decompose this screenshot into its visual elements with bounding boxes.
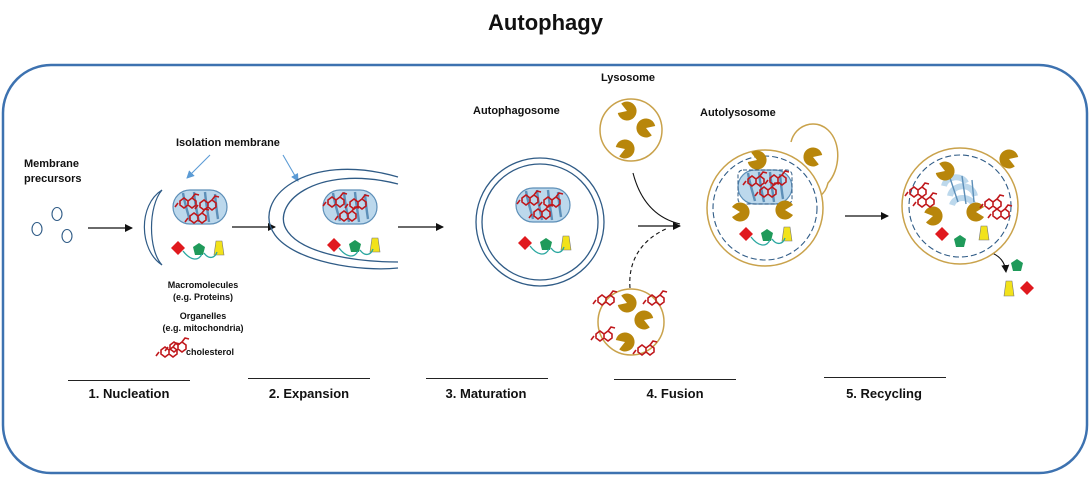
macromolecules-line1: Macromolecules <box>167 280 239 290</box>
recycling-stage <box>901 146 1020 265</box>
nucleation-stage <box>143 188 229 266</box>
diagram-frame <box>1 63 1089 475</box>
step-rule-2 <box>248 378 370 379</box>
step-rule-1 <box>68 380 190 381</box>
step-arrows <box>88 172 1010 289</box>
step-label-1: 1. Nucleation <box>88 386 170 401</box>
autophagosome-stage <box>475 157 605 287</box>
membrane-precursor-vesicles <box>31 206 73 244</box>
step-rule-4 <box>614 379 736 380</box>
step-label-3: 3. Maturation <box>445 386 527 401</box>
cholesterol-lysosome-vesicle <box>590 288 668 356</box>
page-title: Autophagy <box>488 10 603 35</box>
step-label-2: 2. Expansion <box>268 386 350 401</box>
isolation-membrane-label: Isolation membrane <box>176 137 280 149</box>
autolysosome-stage <box>706 123 839 267</box>
step-label-5: 5. Recycling <box>846 386 922 401</box>
organelles-line1: Organelles <box>179 311 227 321</box>
organelles-line2: (e.g. mitochondria) <box>162 323 244 333</box>
isolation-membrane-pointers <box>186 154 299 182</box>
autophagosome-label: Autophagosome <box>473 105 560 117</box>
organelles-label: Organelles (e.g. mitochondria) <box>148 310 258 334</box>
step-rule-5 <box>824 377 946 378</box>
macromolecules-label: Macromolecules (e.g. Proteins) <box>148 279 258 303</box>
lysosome-vesicle <box>599 98 663 162</box>
membrane-precursors-line2: precursors <box>24 173 82 185</box>
recycled-products <box>1003 259 1034 297</box>
legend-icons <box>155 337 190 358</box>
cholesterol-legend-label: cholesterol <box>186 347 235 357</box>
membrane-precursors-line1: Membrane <box>24 158 80 170</box>
macromolecules-line2: (e.g. Proteins) <box>172 292 233 302</box>
autolysosome-label: Autolysosome <box>700 107 776 119</box>
expansion-stage <box>268 168 399 270</box>
step-label-4: 4. Fusion <box>646 386 704 401</box>
membrane-precursors-label: Membrane precursors <box>24 157 81 187</box>
step-rule-3 <box>426 378 548 379</box>
lysosome-label: Lysosome <box>601 72 656 84</box>
